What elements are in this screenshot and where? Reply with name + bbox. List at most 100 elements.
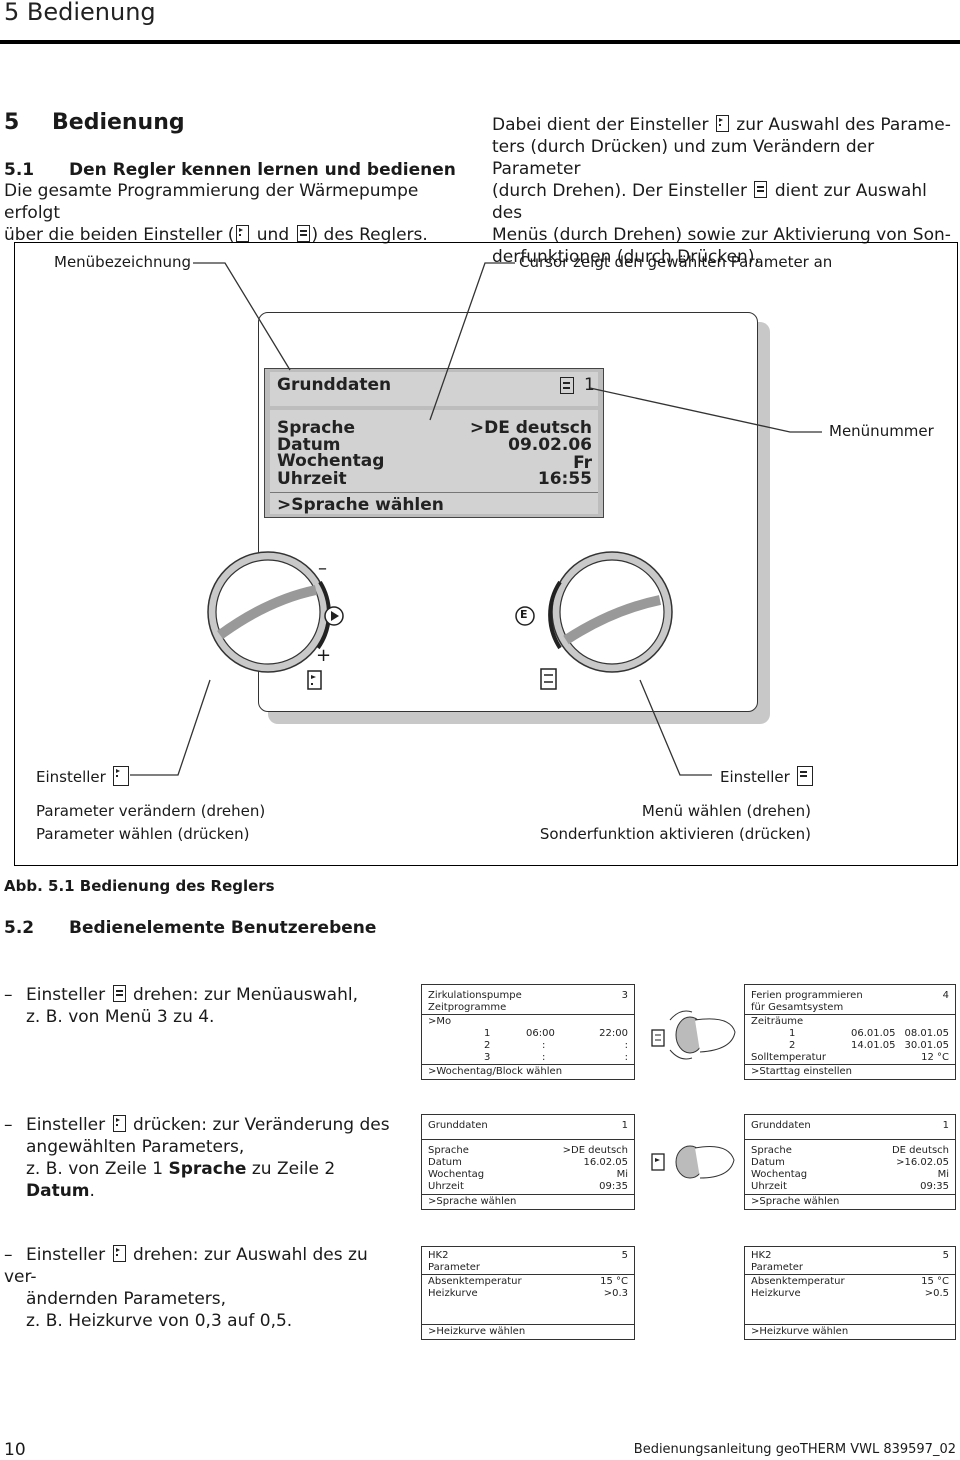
lcd-row-value: >DE deutsch <box>469 418 592 438</box>
plus-sign: + <box>316 645 332 666</box>
screen-row: 3:: <box>428 1052 628 1064</box>
cell: Sprache <box>428 1145 469 1156</box>
parameter-knob-icon <box>236 225 250 242</box>
intro-text: über die beiden Einsteller ( <box>4 225 235 245</box>
lcd-row-label: Wochentag <box>277 451 385 471</box>
minus-sign: – <box>318 558 327 579</box>
bullet-text: Einsteller <box>26 1115 106 1135</box>
screen-divider <box>422 1274 634 1275</box>
menu-knob-icon <box>540 668 557 690</box>
screen-title: HK2 <box>751 1250 772 1261</box>
screen-divider <box>745 1274 955 1275</box>
cell: 2 <box>789 1040 796 1051</box>
cell: >0.5 <box>924 1288 949 1299</box>
intro-text: Dabei dient der Einsteller <box>492 115 709 135</box>
parameter-knob-icon <box>112 1115 126 1132</box>
cell: 1 <box>484 1028 491 1039</box>
cell: 12 °C <box>921 1052 949 1063</box>
play-icon <box>324 606 344 626</box>
intro-text: und <box>256 225 290 245</box>
bullet-item: –Einsteller drehen: zur Auswahl des zu v… <box>4 1244 404 1332</box>
screen-number: 5 <box>621 1250 628 1261</box>
screen-footer: >Heizkurve wählen <box>428 1326 526 1337</box>
right-desc-2: Sonderfunktion aktivieren (drücken) <box>539 825 811 843</box>
header-rule <box>0 40 960 44</box>
screen-number: 4 <box>942 990 949 1001</box>
bullet-text: . <box>89 1181 95 1201</box>
intro-line: derfunktionen (durch Drücken). <box>492 247 760 267</box>
intro-left: Die gesamte Programmierung der Wärmepump… <box>4 180 474 246</box>
bullet-item: –Einsteller drehen: zur Menüauswahl, z. … <box>4 984 404 1028</box>
screen-divider <box>422 1194 634 1195</box>
cell: 15 °C <box>921 1276 949 1287</box>
cell: Datum <box>428 1157 462 1168</box>
screen-subtitle: für Gesamtsystem <box>751 1002 844 1013</box>
screen-divider <box>422 1014 634 1015</box>
intro-line: Menüs (durch Drehen) sowie zur Aktivieru… <box>492 225 951 245</box>
intro-line: ters (durch Drücken) und zum Verändern d… <box>492 137 875 179</box>
intro-text: ) des Reglers. <box>311 225 428 245</box>
figure-caption: Abb. 5.1 Bedienung des Reglers <box>4 877 275 895</box>
running-header: 5 Bedienung <box>0 0 960 38</box>
menu-knob-icon <box>296 225 310 242</box>
cell: >0.3 <box>603 1288 628 1299</box>
lcd-row-label: Uhrzeit <box>277 469 347 489</box>
cell: 14.01.05 <box>851 1040 896 1051</box>
section-number: 5 <box>4 110 20 135</box>
lcd-row-label: Sprache <box>277 418 355 438</box>
subsection-number: 5.1 <box>4 160 35 180</box>
bullet-text: Einsteller <box>26 985 106 1005</box>
cell: DE deutsch <box>891 1145 949 1156</box>
screen-subtitle: Zeitprogramme <box>428 1002 507 1013</box>
screen-divider <box>745 1324 955 1325</box>
intro-line: (durch Drehen). Der Einsteller dient zur… <box>492 180 958 224</box>
parameter-knob-icon <box>112 766 129 786</box>
screen-footer: >Starttag einstellen <box>751 1066 852 1077</box>
lcd-footer: >Sprache wählen <box>277 495 444 515</box>
intro-text: (durch Drehen). Der Einsteller <box>492 181 748 201</box>
bullet-bold: Datum <box>26 1181 90 1201</box>
screen-title: Grunddaten <box>751 1120 811 1131</box>
bullet-text: z. B. von Zeile 1 Sprache zu Zeile 2 Dat… <box>4 1158 404 1202</box>
screen-row: Sprache>DE deutsch <box>428 1145 628 1157</box>
screen-title: Ferien programmieren <box>751 990 863 1001</box>
screen-row: Absenktemperatur 15 °C <box>751 1276 949 1288</box>
e-button-label: E <box>520 608 528 621</box>
intro-line: Die gesamte Programmierung der Wärmepump… <box>4 181 419 223</box>
callout-cursor: Cursor zeigt den gewählten Parameter an <box>519 253 833 271</box>
screen-title: HK2 <box>428 1250 449 1261</box>
subsection-title: Den Regler kennen lernen und bedienen <box>69 160 456 180</box>
bullet-text: z. B. von Zeile 1 <box>26 1159 169 1179</box>
cell: Absenktemperatur <box>751 1276 845 1287</box>
cell: Solltemperatur <box>751 1052 826 1063</box>
cell: : <box>542 1052 546 1063</box>
screen-row: Heizkurve>0.3 <box>428 1288 628 1300</box>
cell: Uhrzeit <box>428 1181 464 1192</box>
parameter-knob-icon <box>715 115 729 132</box>
leader-line <box>193 262 291 371</box>
screen-divider <box>745 1014 955 1015</box>
lcd-row-value: 16:55 <box>537 469 592 489</box>
screen-footer: >Sprache wählen <box>428 1196 517 1207</box>
lcd-row-label: Datum <box>277 435 341 455</box>
bullet-text: zu Zeile 2 <box>246 1159 336 1179</box>
cell: : <box>624 1040 628 1051</box>
cell: 30.01.05 <box>904 1040 949 1051</box>
left-knob-label-text: Einsteller <box>36 768 106 786</box>
cell: Uhrzeit <box>751 1181 787 1192</box>
page-number: 10 <box>4 1440 26 1460</box>
cell: : <box>624 1052 628 1063</box>
screen-footer: >Heizkurve wählen <box>751 1326 849 1337</box>
callout-menu-number: Menünummer <box>829 422 934 440</box>
